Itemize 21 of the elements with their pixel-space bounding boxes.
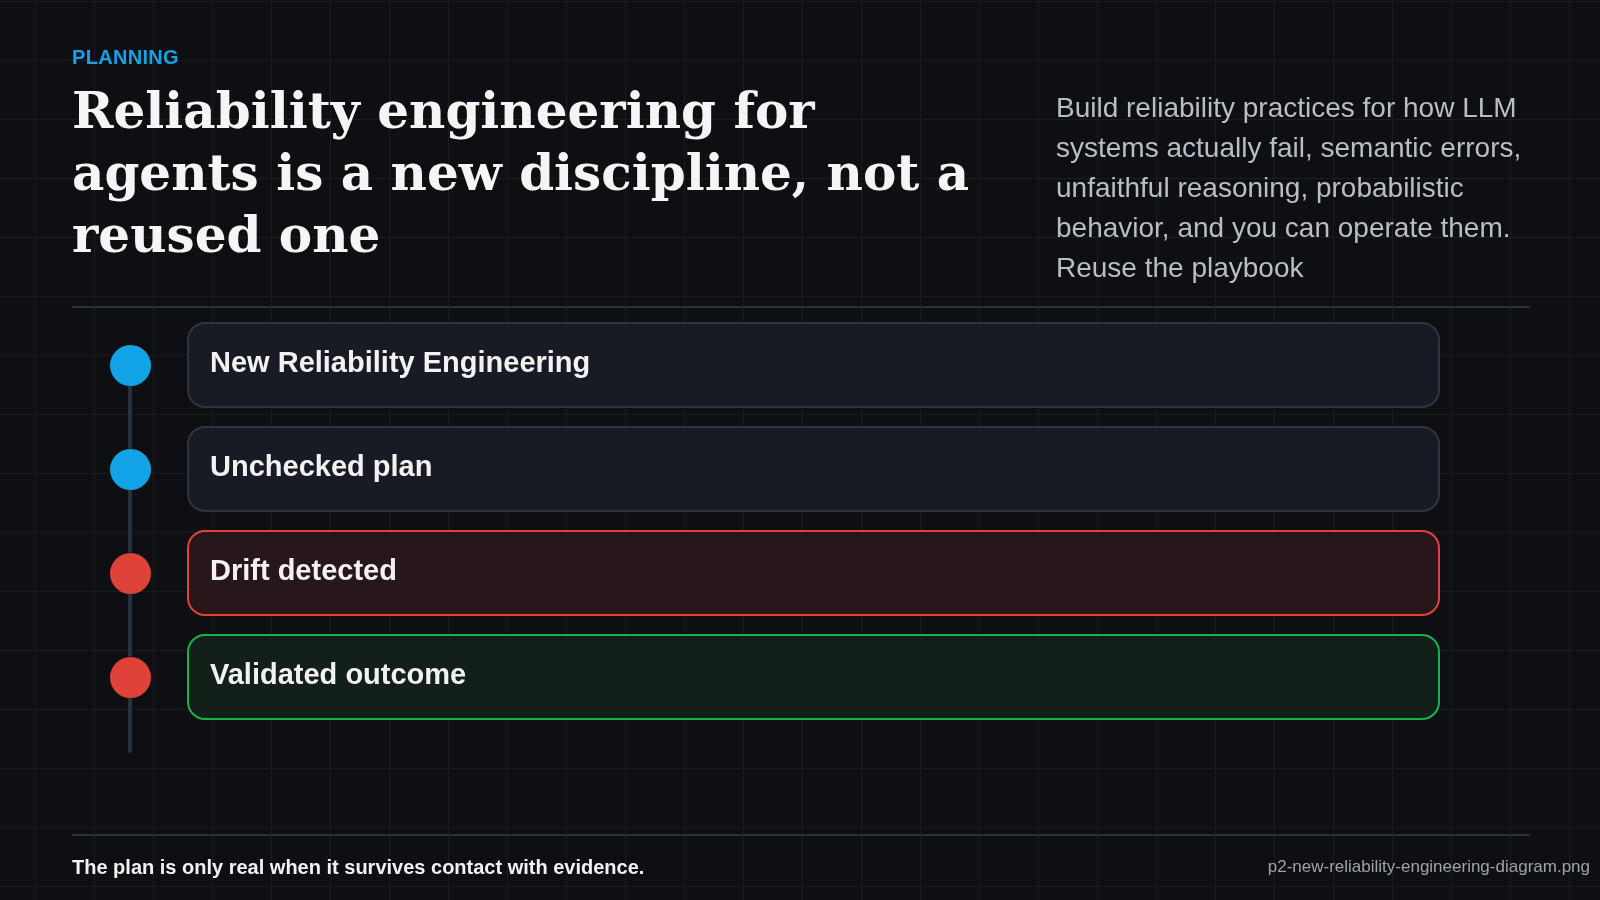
timeline-dot-icon	[109, 552, 151, 594]
step-title: New Reliability Engineering	[210, 345, 591, 380]
timeline-line	[128, 697, 132, 753]
description-text: Build reliability practices for how LLM systems actually fail, semantic errors, unfaithful reasoning, probabilistic behavior, and you can operate them. Reuse the playbook	[1056, 91, 1522, 285]
timeline-line	[128, 385, 132, 449]
step-card	[187, 530, 1440, 616]
timeline-line	[128, 489, 132, 553]
footer-caption: The plan is only real when it survives contact with evidence.	[72, 856, 645, 879]
timeline-dot-icon	[109, 448, 151, 490]
step-card	[187, 322, 1440, 408]
step-title: Unchecked plan	[210, 449, 433, 484]
slide-title: Reliability engineering for agents is a new discipline, not a reused one	[72, 80, 971, 266]
timeline-line	[128, 593, 132, 657]
step-title: Drift detected	[210, 553, 397, 588]
step-card	[187, 426, 1440, 512]
step-title: Validated outcome	[210, 657, 467, 692]
timeline-dot-icon	[109, 344, 151, 386]
step-card	[187, 634, 1440, 720]
file-name: p2-new-reliability-engineering-diagram.png	[1267, 857, 1590, 877]
section-kicker: PLANNING	[72, 46, 179, 69]
timeline-dot-icon	[109, 656, 151, 698]
